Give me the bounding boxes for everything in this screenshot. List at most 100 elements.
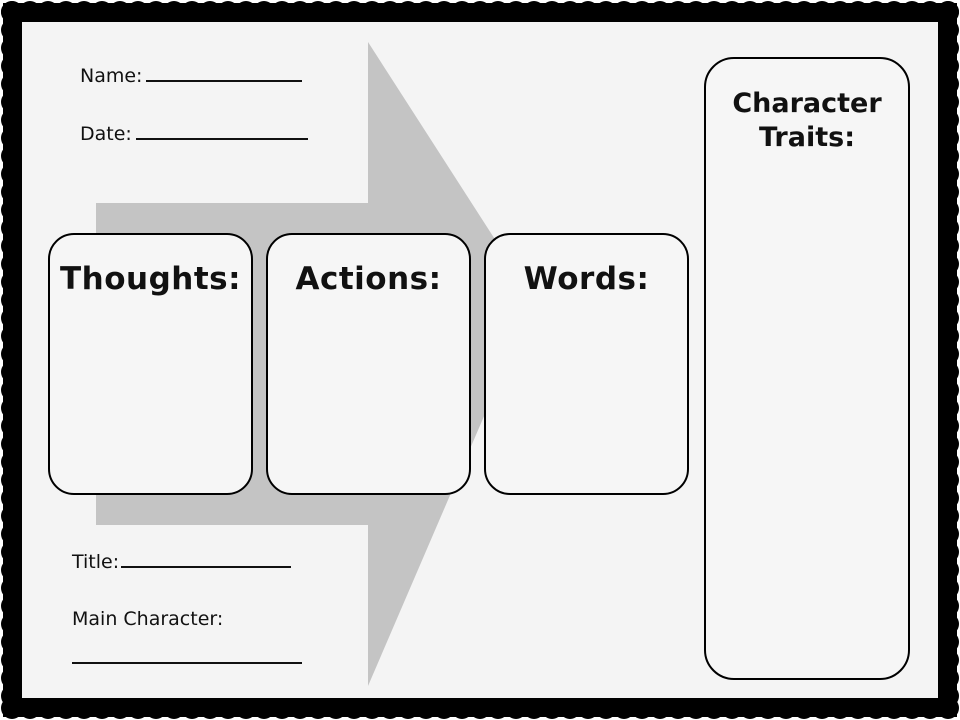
border-scallop xyxy=(937,523,959,545)
title-label: Title: xyxy=(72,551,120,573)
border-scallop xyxy=(613,1,635,23)
border-scallop xyxy=(541,697,563,719)
border-scallop xyxy=(937,505,959,527)
border-scallop xyxy=(775,1,797,23)
main-character-label: Main Character: xyxy=(72,608,224,630)
border-scallop xyxy=(1,145,23,167)
border-scallop xyxy=(811,697,833,719)
border-scallop xyxy=(289,1,311,23)
border-scallop xyxy=(937,487,959,509)
border-scallop xyxy=(937,631,959,653)
border-scallop xyxy=(91,1,113,23)
border-scallop xyxy=(775,697,797,719)
border-scallop xyxy=(631,1,653,23)
date-label: Date: xyxy=(80,123,132,145)
border-scallop xyxy=(271,697,293,719)
border-scallop xyxy=(505,1,527,23)
border-scallop xyxy=(1,415,23,437)
thoughts-box[interactable]: Thoughts: xyxy=(48,233,253,495)
border-scallop xyxy=(757,1,779,23)
border-scallop xyxy=(73,1,95,23)
words-heading: Words: xyxy=(523,261,650,297)
border-scallop xyxy=(1,343,23,365)
border-scallop xyxy=(883,1,905,23)
border-scallop xyxy=(937,199,959,221)
border-scallop xyxy=(901,697,923,719)
border-scallop xyxy=(469,1,491,23)
border-scallop xyxy=(1,73,23,95)
main-character-field[interactable]: Main Character: xyxy=(72,608,223,630)
border-scallop xyxy=(235,697,257,719)
character-traits-box[interactable]: Character Traits: xyxy=(704,57,910,680)
border-scallop xyxy=(1,163,23,185)
border-scallop xyxy=(937,91,959,113)
border-scallop xyxy=(1,397,23,419)
border-scallop xyxy=(937,217,959,239)
border-scallop xyxy=(937,649,959,671)
character-traits-heading: Character Traits: xyxy=(706,87,908,155)
border-scallop xyxy=(433,697,455,719)
border-scallop xyxy=(145,697,167,719)
border-scallop xyxy=(847,697,869,719)
border-scallop xyxy=(253,1,275,23)
border-scallop xyxy=(1,55,23,77)
border-scallop xyxy=(577,697,599,719)
border-scallop xyxy=(937,559,959,581)
words-box[interactable]: Words: xyxy=(484,233,689,495)
border-scallop xyxy=(271,1,293,23)
border-scallop xyxy=(73,697,95,719)
border-scallop xyxy=(289,697,311,719)
border-scallop xyxy=(793,1,815,23)
border-scallop xyxy=(937,577,959,599)
border-scallop xyxy=(1,199,23,221)
border-scallop xyxy=(937,415,959,437)
border-scallop xyxy=(343,1,365,23)
border-scallop xyxy=(199,1,221,23)
border-scallop xyxy=(163,1,185,23)
border-scallop xyxy=(1,325,23,347)
border-scallop xyxy=(937,73,959,95)
border-scallop xyxy=(901,1,923,23)
border-scallop xyxy=(937,379,959,401)
border-scallop xyxy=(1,469,23,491)
border-scallop xyxy=(55,1,77,23)
border-scallop xyxy=(937,253,959,275)
border-scallop xyxy=(667,1,689,23)
border-scallop xyxy=(307,1,329,23)
border-scallop xyxy=(937,541,959,563)
traits-line-1: Character xyxy=(732,88,882,119)
border-scallop xyxy=(163,697,185,719)
border-scallop xyxy=(937,343,959,365)
border-scallop xyxy=(1,631,23,653)
name-field[interactable]: Name: xyxy=(80,64,303,87)
date-field[interactable]: Date: xyxy=(80,122,308,145)
border-scallop xyxy=(667,697,689,719)
border-scallop xyxy=(919,1,941,23)
border-scallop xyxy=(1,217,23,239)
border-scallop xyxy=(1,109,23,131)
border-scallop xyxy=(145,1,167,23)
border-scallop xyxy=(379,697,401,719)
border-scallop xyxy=(199,697,221,719)
border-scallop xyxy=(829,1,851,23)
border-scallop xyxy=(325,697,347,719)
actions-box[interactable]: Actions: xyxy=(266,233,471,495)
border-scallop xyxy=(739,1,761,23)
border-scallop xyxy=(595,697,617,719)
border-scallop xyxy=(37,1,59,23)
border-scallop xyxy=(37,697,59,719)
border-scallop xyxy=(685,697,707,719)
border-scallop xyxy=(181,697,203,719)
border-scallop xyxy=(937,685,959,707)
border-scallop xyxy=(793,697,815,719)
border-scallop xyxy=(865,1,887,23)
border-scallop xyxy=(577,1,599,23)
border-scallop xyxy=(1,523,23,545)
border-scallop xyxy=(1,1,23,23)
border-scallop xyxy=(865,697,887,719)
border-scallop xyxy=(253,697,275,719)
title-field[interactable]: Title: xyxy=(72,550,292,573)
main-character-line[interactable] xyxy=(72,646,302,664)
border-scallop xyxy=(1,433,23,455)
border-scallop xyxy=(217,697,239,719)
